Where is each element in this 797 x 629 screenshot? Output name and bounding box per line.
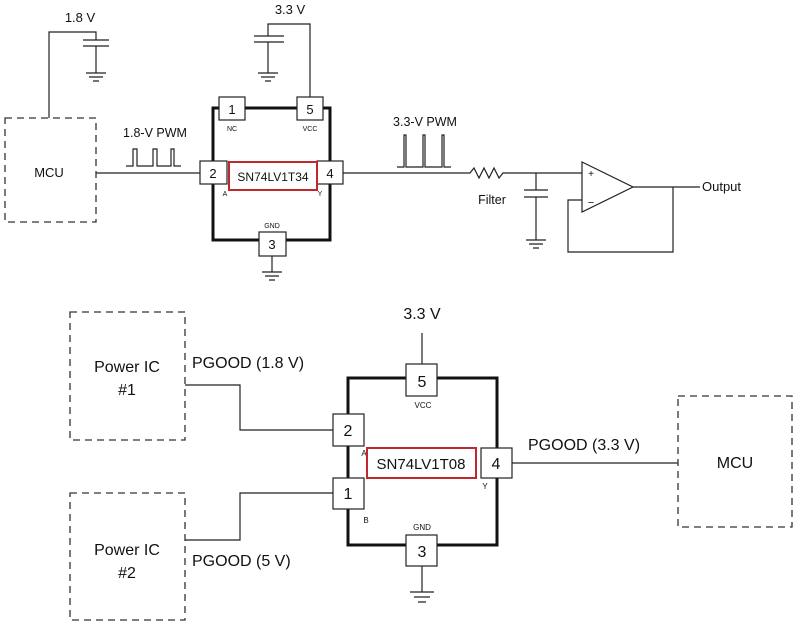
pin-3-number: 3 [418, 544, 427, 561]
power-ic-1-label: Power IC [94, 359, 160, 376]
bottom-circuit: Power IC #1 PGOOD (1.8 V) Power IC #2 PG… [69, 306, 793, 621]
ground-icon [86, 72, 106, 82]
mcu-label: MCU [34, 165, 64, 180]
filter-label: Filter [478, 193, 506, 207]
power-ic-1-number: #1 [118, 382, 136, 399]
pin-5-number: 5 [306, 102, 313, 117]
pin-vcc-label: VCC [415, 401, 432, 410]
chip-name-highlight [228, 161, 318, 191]
pin-5-number: 5 [418, 374, 427, 391]
pgood-2-label: PGOOD (5 V) [192, 553, 291, 570]
pin-3 [258, 231, 287, 257]
pin-vcc-label: VCC [303, 126, 318, 133]
ground-icon [262, 256, 282, 281]
opamp-minus: − [588, 197, 594, 209]
pin-3-number: 3 [268, 237, 275, 252]
mcu-block [677, 395, 793, 528]
pin-2-number: 2 [209, 166, 216, 181]
pin-1 [218, 96, 246, 121]
output-label: Output [702, 179, 741, 194]
pin-gnd-label: GND [264, 223, 280, 230]
pin-2-number: 2 [344, 423, 353, 440]
feedback-wire [567, 186, 700, 253]
filter-capacitor-icon [524, 173, 548, 249]
pwm-waveform-icon [126, 148, 181, 167]
opamp-plus: + [588, 169, 594, 180]
output-signal-label: 3.3-V PWM [393, 115, 457, 129]
ground-icon [258, 72, 278, 82]
chip-name: SN74LV1T08 [377, 456, 466, 473]
supply-1v8-label: 1.8 V [65, 10, 96, 25]
pgood-out-label: PGOOD (3.3 V) [528, 437, 640, 454]
pwm-waveform-icon [397, 134, 451, 168]
resistor-icon [343, 166, 582, 180]
mcu-block [4, 117, 97, 223]
pin-2 [332, 413, 365, 447]
pin-5 [296, 96, 324, 121]
power-ic-1-block [69, 311, 186, 441]
power-ic-2-label: Power IC [94, 542, 160, 559]
pin-1-number: 1 [228, 102, 235, 117]
top-circuit: 1.8 V MCU 1.8-V PWM 3.3 V 1 NC 5 VCC 2 A… [4, 2, 741, 281]
pin-y-label: Y [482, 482, 488, 491]
pin-4 [480, 447, 513, 479]
pin-nc-label: NC [227, 126, 237, 133]
pin-5 [405, 363, 438, 397]
pin-4-number: 4 [492, 456, 501, 473]
chip-name: SN74LV1T34 [237, 170, 308, 184]
pgood-1-label: PGOOD (1.8 V) [192, 355, 304, 372]
pin-a-label: A [223, 191, 228, 198]
pgood-2-wire [185, 492, 333, 541]
input-signal-label: 1.8-V PWM [123, 126, 187, 140]
supply-3v3-label: 3.3 V [275, 2, 306, 17]
mcu-supply-wire [48, 31, 109, 118]
ground-icon [410, 566, 434, 603]
pin-y-label: Y [318, 191, 323, 198]
pgood-1-wire [185, 384, 333, 431]
pin-2 [199, 160, 228, 185]
pin-1-number: 1 [344, 486, 353, 503]
mcu-label: MCU [717, 455, 753, 472]
pin-a-label: A [361, 449, 367, 458]
supply-3v3-label: 3.3 V [403, 306, 441, 323]
pin-gnd-label: GND [413, 523, 431, 532]
power-ic-2-number: #2 [118, 565, 136, 582]
opamp-icon [581, 161, 635, 213]
power-ic-2-block [69, 492, 186, 621]
pin-1 [332, 477, 365, 510]
chip-name-highlight [366, 447, 477, 479]
pin-b-label: B [363, 516, 368, 525]
chip-supply-wire [254, 23, 311, 97]
pin-4-number: 4 [326, 166, 333, 181]
